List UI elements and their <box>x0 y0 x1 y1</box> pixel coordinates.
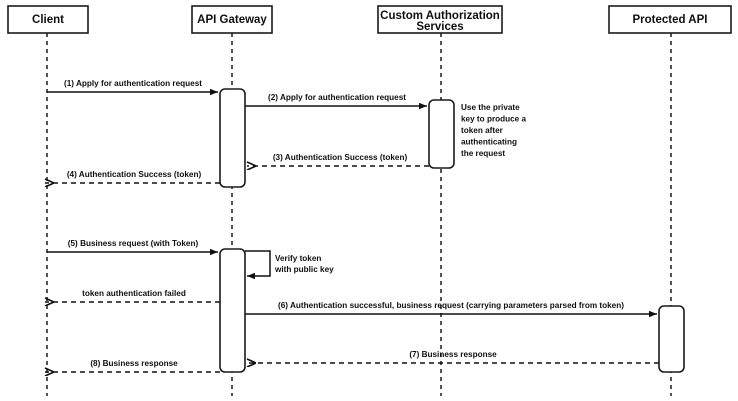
message-4: (4) Authentication Success (token) <box>45 170 220 183</box>
message-3: (3) Authentication Success (token) <box>247 153 429 166</box>
message-label-3: (3) Authentication Success (token) <box>273 153 408 162</box>
activation-bar-act-authsvc <box>428 99 455 169</box>
note-line-private-key-note-1: key to produce a <box>461 115 527 124</box>
participant-box-authsvc[interactable] <box>377 5 503 34</box>
message-token-auth-failed: token authentication failed <box>45 289 220 302</box>
message-label-5: (5) Business request (with Token) <box>68 239 199 248</box>
self-message-label-verify-token-line2: with public key <box>274 265 334 274</box>
self-message-label-verify-token: Verify token <box>275 254 321 263</box>
activation-bar-act-protected <box>658 305 685 373</box>
message-label-4: (4) Authentication Success (token) <box>67 170 202 179</box>
message-2: (2) Apply for authentication request <box>245 93 427 110</box>
message-8: (8) Business response <box>45 359 220 372</box>
participant-box-gateway[interactable] <box>191 5 273 34</box>
participant-boxes-layer: Client API Gateway Custom AuthorizationSer… <box>7 5 732 34</box>
participant-protected[interactable]: Protected API <box>608 5 732 34</box>
message-label-6: (6) Authentication successful, business … <box>278 301 624 310</box>
participant-label-authsvc: Custom Authorization <box>380 10 500 22</box>
note-line-private-key-note-2: token after <box>461 126 504 135</box>
message-label-failed: token authentication failed <box>82 289 186 298</box>
participant-client[interactable]: Client <box>7 5 89 34</box>
participant-box-client[interactable] <box>7 5 89 34</box>
activation-bar-act-gateway-business <box>219 248 246 373</box>
self-message-verify-token: Verify token with public key <box>245 250 334 280</box>
participant-gateway[interactable]: API Gateway <box>191 5 273 34</box>
message-label-7: (7) Business response <box>409 350 497 359</box>
activation-bar-act-gateway-auth <box>219 88 246 188</box>
participant-label-authsvc-line2: Services <box>416 21 463 33</box>
self-message-arrow-verify-token <box>245 250 271 280</box>
message-5: (5) Business request (with Token) <box>47 239 218 256</box>
participant-label-protected: Protected API <box>633 14 708 26</box>
notes-layer: Use the private key to produce a token aft… <box>461 103 527 158</box>
note-line-private-key-note-4: the request <box>461 149 505 158</box>
message-label-2: (2) Apply for authentication request <box>268 93 406 102</box>
participant-label-client: Client <box>32 14 64 26</box>
messages-layer: (1) Apply for authentication request (2) … <box>45 79 659 372</box>
participant-label-gateway: API Gateway <box>197 14 267 26</box>
participant-box-protected[interactable] <box>608 5 732 34</box>
note-line-private-key-note-0: Use the private <box>461 103 520 112</box>
activation-bars-layer <box>219 88 685 373</box>
message-1: (1) Apply for authentication request <box>47 79 218 96</box>
note-line-private-key-note-3: authenticating <box>461 138 517 147</box>
message-label-8: (8) Business response <box>90 359 178 368</box>
self-messages-layer: Verify token with public key <box>245 250 334 280</box>
note-private-key-note: Use the private key to produce a token aft… <box>461 103 527 158</box>
message-7: (7) Business response <box>247 350 659 363</box>
message-6: (6) Authentication successful, business … <box>245 301 657 318</box>
message-label-1: (1) Apply for authentication request <box>64 79 202 88</box>
